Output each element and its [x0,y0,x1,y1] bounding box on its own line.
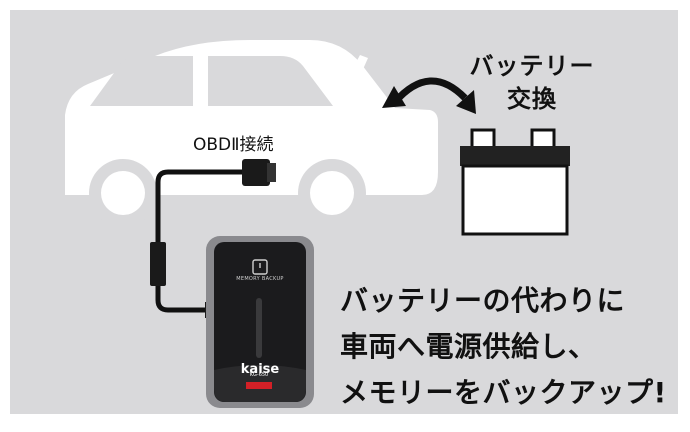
device-brand: kaise [240,362,280,377]
power-icon [252,259,268,275]
memory-backup-device [206,236,314,408]
obd-connection-label: OBDⅡ接続 [193,135,274,155]
car-battery-icon [460,128,570,236]
device-model: KG-650 [249,372,269,378]
headline-text: バッテリーの代わりに 車両へ電源供給し、 メモリーをバックアップ! [340,278,667,414]
headline-line: 車両へ電源供給し、 [340,330,597,363]
model-badge [246,382,272,389]
illustration-panel: バッテリー 交換 OBDⅡ接続 MEMORY BACKUP kaise KG-6… [10,10,678,414]
battery-exchange-label: バッテリー 交換 [469,52,595,113]
car-illustration [65,40,438,227]
device-small-label: MEMORY BACKUP [236,276,284,282]
exchange-arrow-icon [382,77,476,114]
headline-line: バッテリーの代わりに [340,284,626,317]
headline-line: メモリーをバックアップ! [340,376,667,409]
illustration-art [65,40,570,408]
